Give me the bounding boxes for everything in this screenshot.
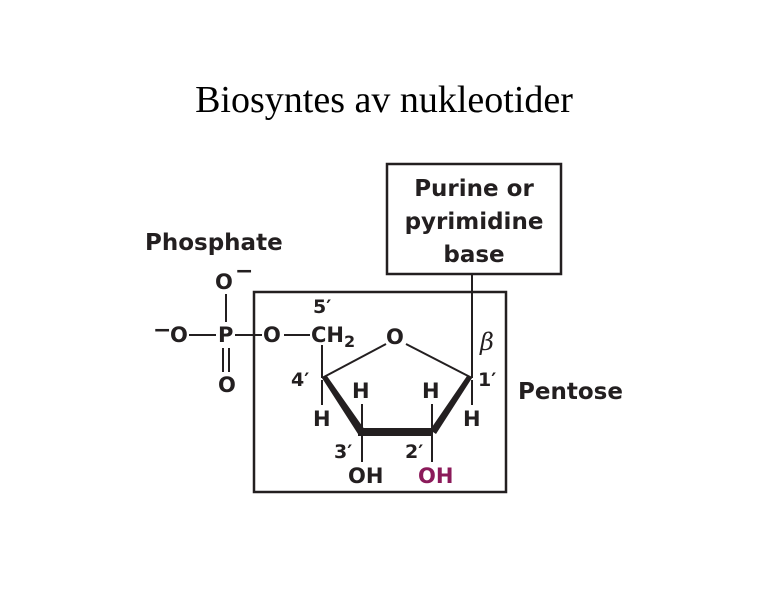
beta-label: β — [479, 328, 494, 356]
phosphate-top-oxygen: O — [215, 270, 233, 294]
wedge-c4-c3 — [322, 376, 365, 434]
h2-atom: H — [422, 379, 440, 403]
carbon-2-label: 2′ — [405, 441, 423, 463]
bond-o-c1 — [405, 343, 473, 379]
bond-c4-o — [321, 343, 387, 379]
base-box — [385, 162, 563, 276]
h4-atom: H — [313, 407, 331, 431]
wedge-c3-c2 — [358, 428, 433, 436]
base-label-line2: pyrimidine — [405, 209, 544, 235]
pentose-label: Pentose — [518, 379, 623, 405]
phosphate-left-oxygen: O — [170, 323, 188, 347]
base-label-line3: base — [443, 242, 504, 268]
page-title: Biosyntes av nukleotider — [195, 79, 573, 121]
charge-left: − — [153, 318, 171, 343]
pentose-box — [252, 290, 508, 494]
h1-atom: H — [463, 407, 481, 431]
carbon-4-label: 4′ — [291, 369, 309, 391]
bridge-oxygen: O — [263, 323, 281, 347]
base-label-line1: Purine or — [414, 176, 534, 202]
ch2-group: CH2 — [311, 323, 355, 351]
ring-oxygen: O — [386, 325, 404, 349]
phosphate-label: Phosphate — [145, 230, 283, 256]
charge-top: − — [235, 259, 253, 284]
wedge-c1-c2 — [430, 376, 472, 434]
oh2-group: OH — [418, 464, 453, 488]
carbon-3-label: 3′ — [334, 441, 352, 463]
oh3-group: OH — [348, 464, 383, 488]
phosphorus-atom: P — [218, 323, 233, 347]
phosphate-bottom-oxygen: O — [218, 373, 236, 397]
h3-atom: H — [352, 379, 370, 403]
carbon-5-label: 5′ — [313, 296, 331, 318]
carbon-1-label: 1′ — [478, 369, 496, 391]
